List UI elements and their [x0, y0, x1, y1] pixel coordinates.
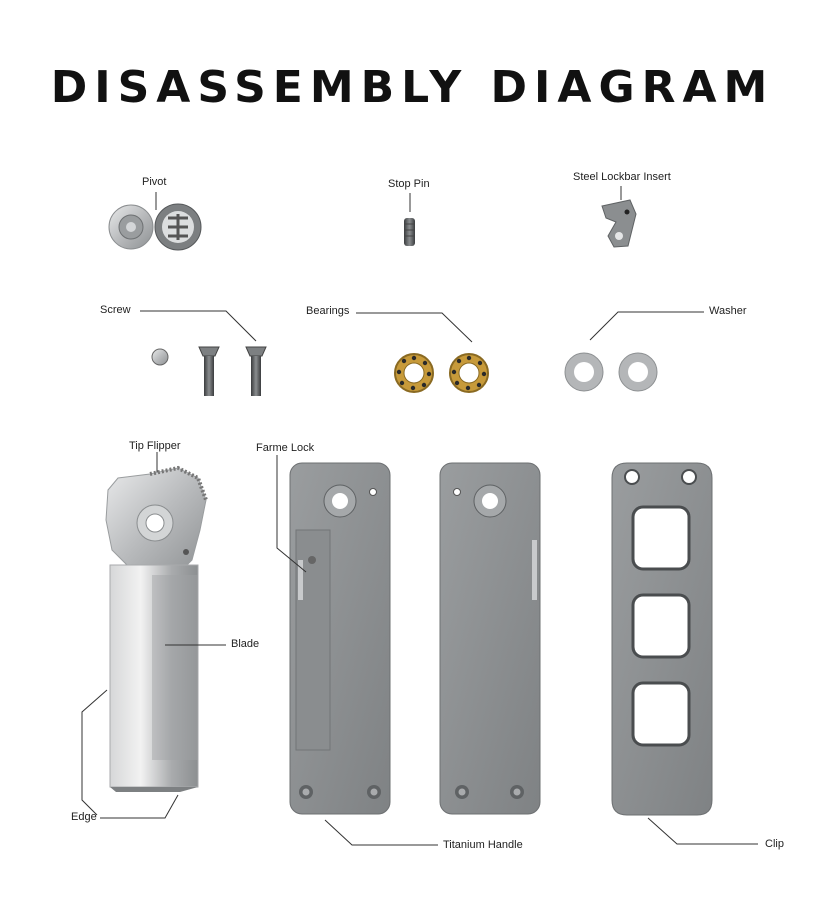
screw-leader [140, 310, 257, 342]
label-clip: Clip [765, 838, 784, 850]
label-screw: Screw [100, 304, 131, 316]
edge-leader-bottom [100, 794, 179, 819]
clip-part [611, 462, 713, 816]
label-pivot: Pivot [142, 176, 167, 188]
label-blade: Blade [231, 638, 260, 650]
handle-frame-lock-part [289, 462, 391, 815]
label-stop-pin: Stop Pin [388, 178, 430, 190]
washer-parts [564, 352, 658, 392]
edge-leader-left [81, 689, 108, 816]
diagram-title: DISASSEMBLY DIAGRAM [50, 62, 775, 113]
label-tip-flipper: Tip Flipper [129, 440, 181, 452]
blade-part [105, 465, 208, 792]
label-farme-lock: Farme Lock [256, 442, 315, 454]
clip-leader [647, 817, 758, 845]
washer-leader [589, 311, 704, 341]
stop-pin-part [404, 218, 415, 246]
lockbar-insert-part [601, 199, 637, 248]
label-washer: Washer [709, 305, 747, 317]
screw-parts [151, 346, 267, 396]
bearings-leader [356, 312, 473, 343]
bearings-parts [394, 353, 489, 393]
titanium-handle-leader [324, 819, 438, 846]
label-bearings: Bearings [306, 305, 350, 317]
label-steel-lockbar-insert: Steel Lockbar Insert [573, 171, 671, 183]
label-edge: Edge [71, 811, 97, 823]
farme-lock-leader [276, 455, 307, 573]
pivot-part [108, 203, 202, 251]
handle-plain-part [439, 462, 541, 815]
label-titanium-handle: Titanium Handle [443, 839, 523, 851]
